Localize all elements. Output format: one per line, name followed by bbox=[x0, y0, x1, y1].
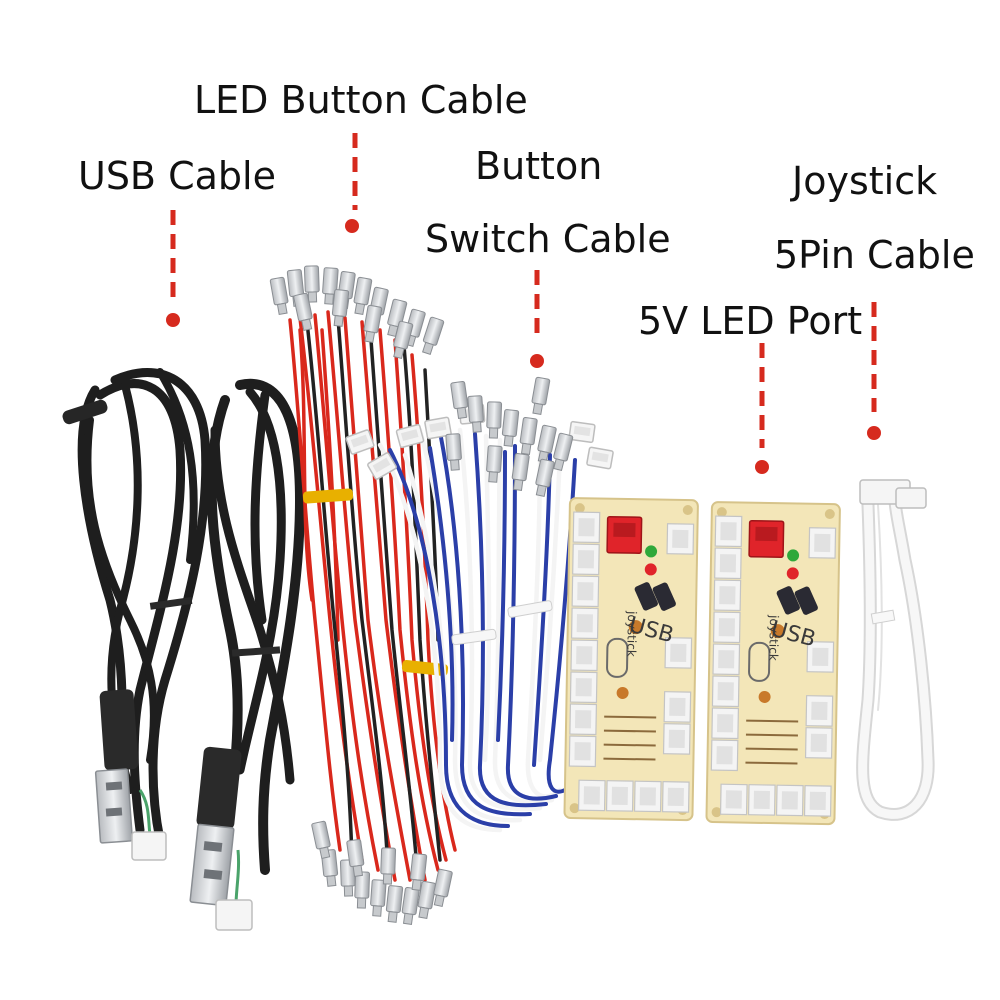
usb-a-plug-left bbox=[94, 689, 139, 844]
label-usb-cable: USB Cable bbox=[78, 154, 276, 198]
usb-encoder-board-left: USB joystick bbox=[564, 498, 698, 820]
usb-4pin-connector-left bbox=[131, 789, 167, 861]
pointer-button-switch-cable bbox=[530, 270, 544, 368]
usb-encoder-board-right: USB joystick bbox=[706, 502, 840, 824]
led-button-cable-bundle bbox=[288, 310, 457, 882]
button-switch-cable-bundle bbox=[377, 427, 577, 833]
label-5pin-cable: 5Pin Cable bbox=[774, 233, 975, 277]
pointer-usb-cable bbox=[166, 210, 180, 327]
pcb-brand-joystick: joystick bbox=[624, 610, 639, 657]
usb-a-plug-right bbox=[189, 746, 242, 907]
cable-tie bbox=[451, 628, 497, 646]
usb-cable-bundle bbox=[77, 368, 306, 875]
label-switch-cable: Switch Cable bbox=[425, 217, 671, 261]
joystick-5pin-cable bbox=[856, 493, 935, 821]
pointer-joystick-5pin-cable bbox=[867, 302, 881, 440]
led-cable-top-terminals bbox=[269, 265, 445, 360]
pointer-led-button-cable bbox=[345, 133, 359, 233]
label-led-button-cable: LED Button Cable bbox=[194, 78, 528, 122]
cable-tie bbox=[507, 600, 553, 618]
label-button: Button bbox=[475, 144, 603, 188]
cable-tie bbox=[870, 609, 896, 625]
usb-4pin-connector-right bbox=[215, 849, 253, 931]
label-5v-led-port: 5V LED Port bbox=[638, 299, 863, 343]
pointer-5v-led-port bbox=[755, 343, 769, 474]
cable-tie bbox=[302, 488, 354, 504]
label-joystick: Joystick bbox=[792, 159, 938, 203]
pcb-brand-joystick: joystick bbox=[766, 614, 781, 661]
